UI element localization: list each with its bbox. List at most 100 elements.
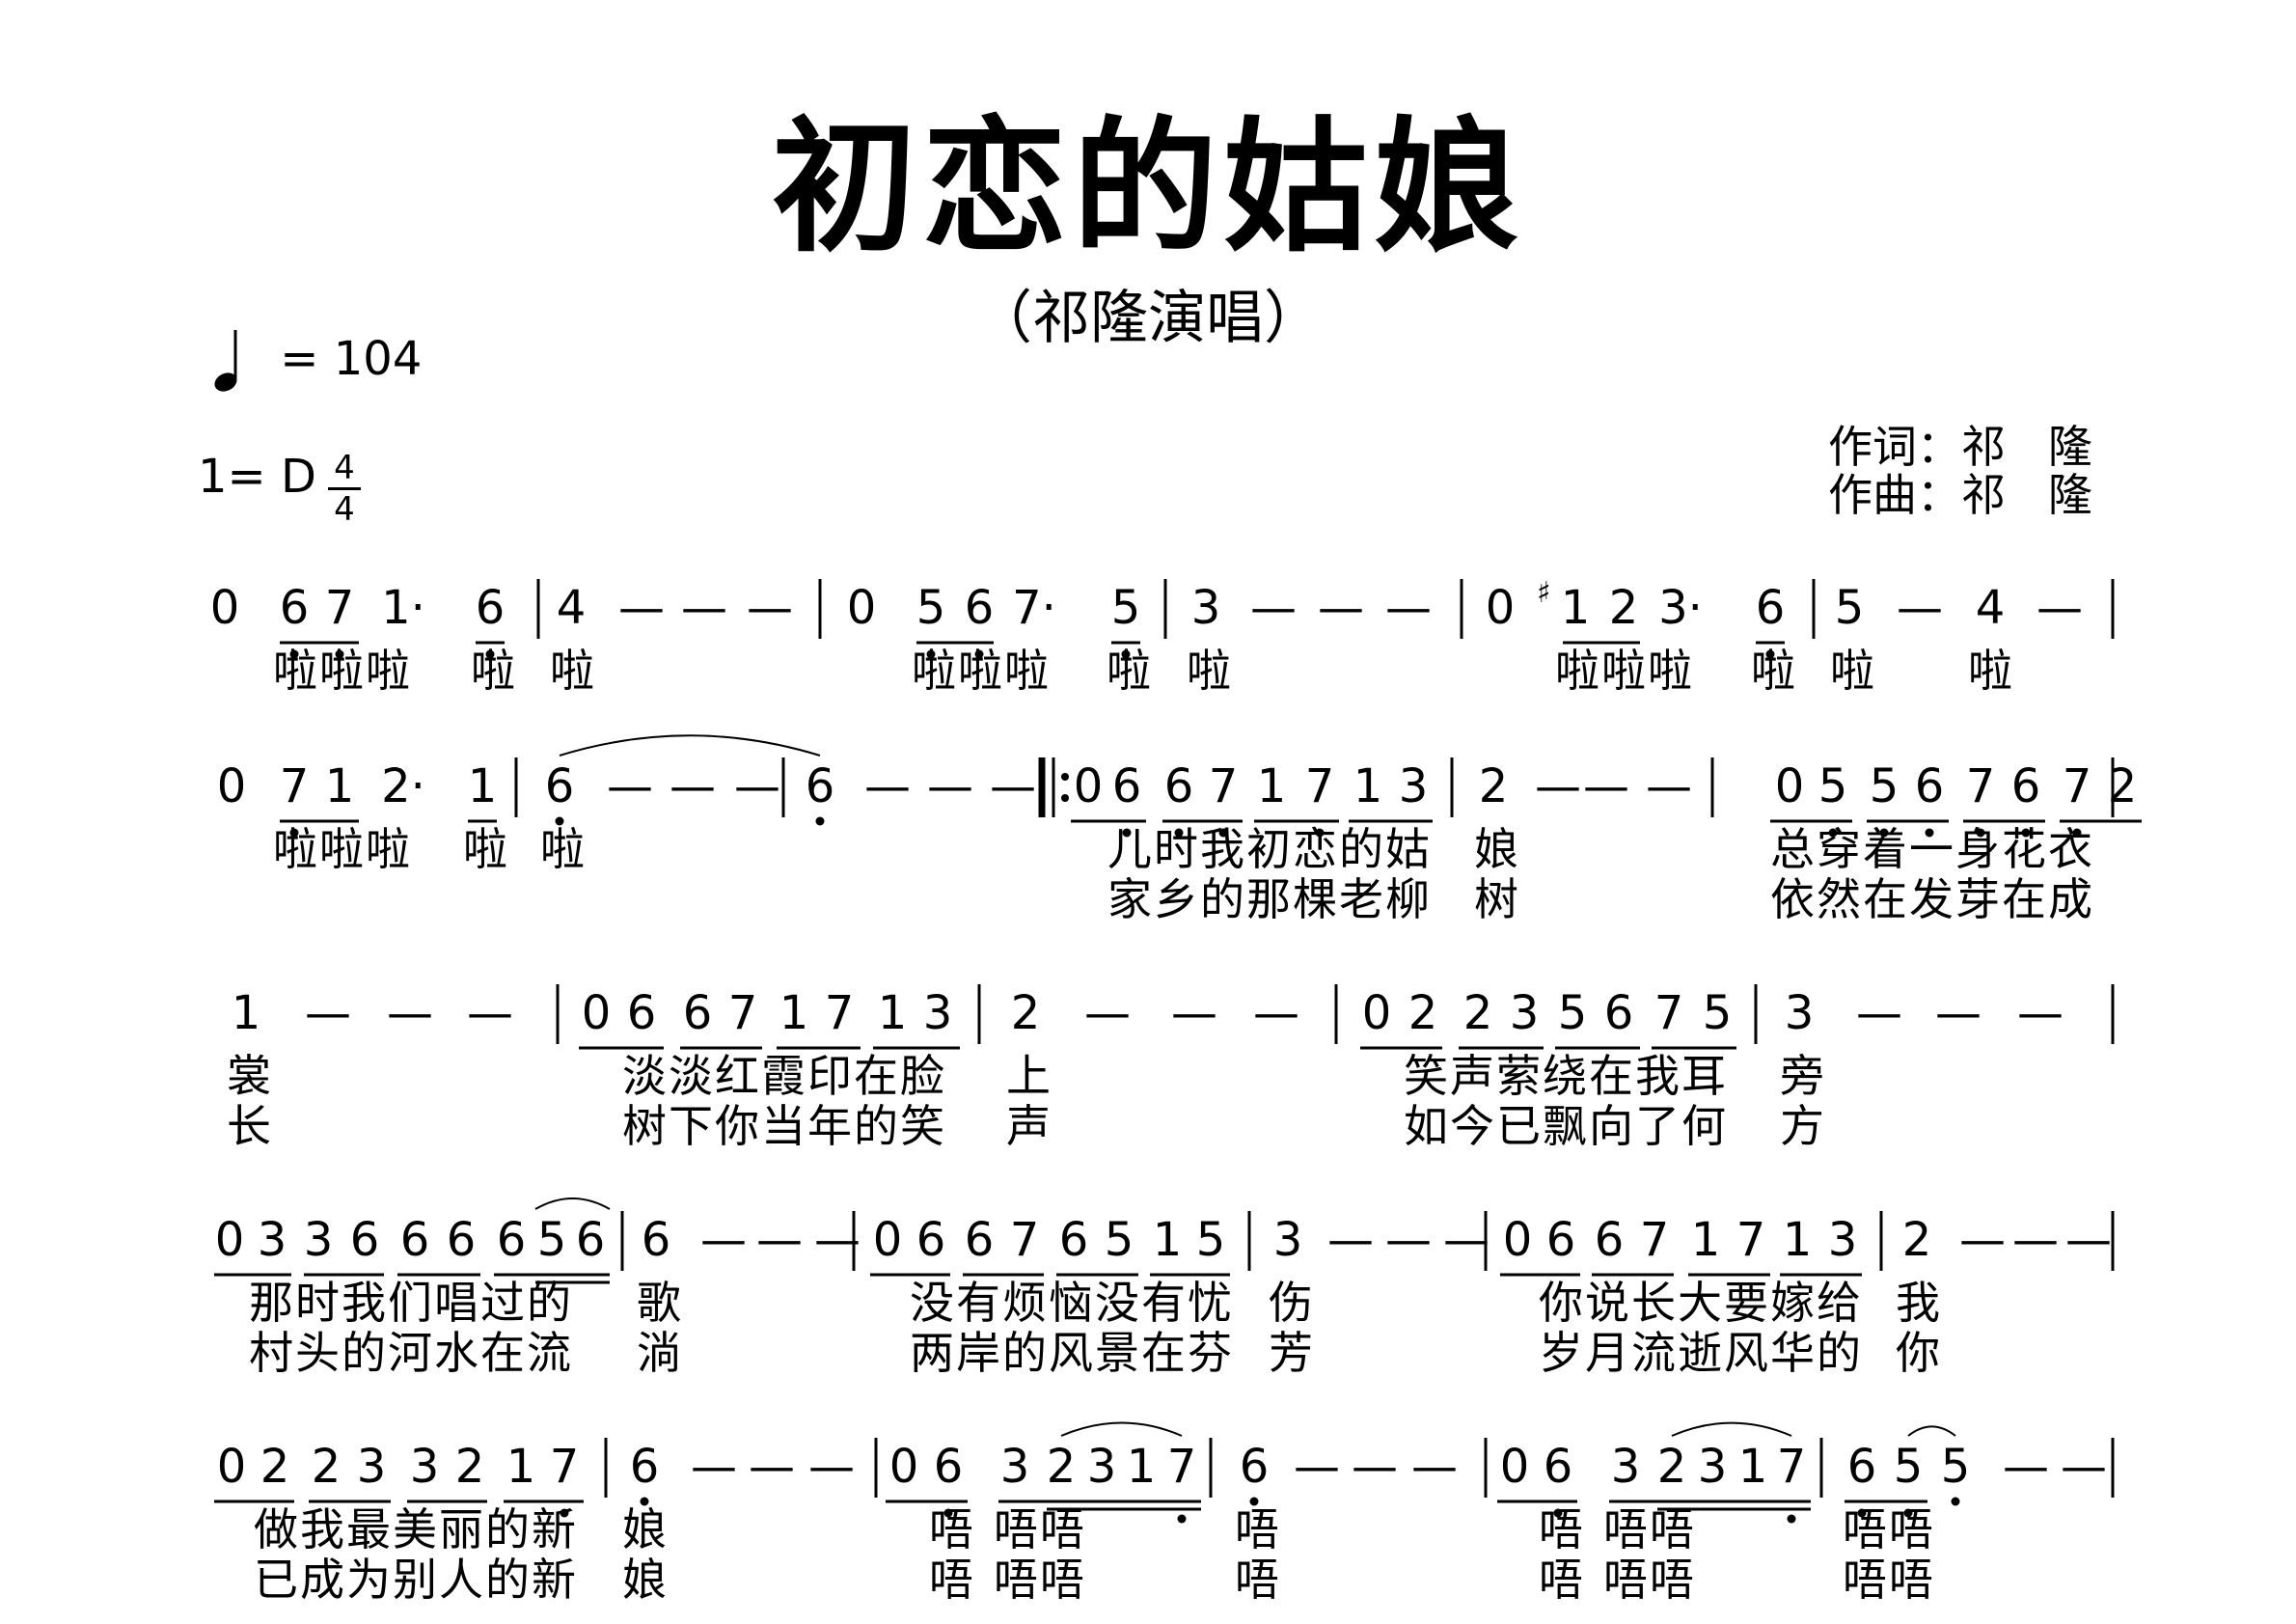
dash-extension: —	[1959, 1213, 2006, 1267]
note: 7	[1736, 1213, 1766, 1267]
dash-extension: —	[1443, 1213, 1490, 1267]
dash-extension: —	[1327, 1213, 1374, 1267]
note: 2	[1656, 1440, 1687, 1494]
lyric-text: 声	[1006, 1100, 1052, 1152]
lyric-text: 上	[1006, 1050, 1052, 1102]
note: 2	[1478, 759, 1509, 813]
note: 5	[1195, 1213, 1226, 1267]
lyric-text: 唔	[1539, 1554, 1585, 1606]
note: 3	[1697, 1440, 1728, 1494]
quarter-note-icon	[214, 330, 237, 392]
dash-extension: —	[808, 1440, 855, 1494]
octave-dot-below	[1174, 828, 1184, 838]
note: 7	[1654, 986, 1684, 1040]
note: 6	[1594, 1213, 1625, 1267]
note: 7	[1166, 1440, 1197, 1494]
octave-dot-below	[2072, 828, 2082, 838]
note: 6	[496, 1213, 527, 1267]
note: 2	[1010, 986, 1041, 1040]
octave-dot-below	[289, 649, 299, 659]
dash-extension: —	[814, 1213, 861, 1267]
dash-extension: —	[1294, 1440, 1340, 1494]
note: 1	[1782, 1213, 1813, 1267]
note: 6	[279, 581, 310, 635]
dash-extension: —	[1897, 581, 1943, 635]
lyric-text: 家乡的那棵老柳	[1107, 873, 1432, 925]
lyric-text: 那时我们唱过的	[249, 1277, 573, 1329]
octave-dot-below	[1218, 828, 1228, 838]
note: 7	[549, 1440, 580, 1494]
note: 6	[1111, 759, 1142, 813]
note: 2	[1046, 1440, 1077, 1494]
note: 7	[1776, 1440, 1807, 1494]
lyric-text: 芳	[1269, 1327, 1315, 1379]
note: 1	[1353, 759, 1383, 813]
dash-extension: —	[734, 759, 780, 813]
lyric-text: 唔唔	[1603, 1503, 1696, 1555]
dash-extension: —	[691, 1440, 737, 1494]
note: 6	[575, 1213, 606, 1267]
lyric-text: 唔唔	[994, 1503, 1086, 1555]
octave-dot-below	[555, 816, 564, 826]
note: 1	[1256, 759, 1287, 813]
note: 7·	[1012, 581, 1056, 635]
lyric-text: 儿时我初恋的姑	[1107, 823, 1432, 875]
lyric-text: 两岸的风景在芬	[910, 1327, 1234, 1379]
lyric-text: 啦啦啦	[273, 645, 412, 697]
octave-dot-below	[1976, 828, 1985, 838]
lyric-text: 唔	[1235, 1503, 1281, 1555]
note: 7	[727, 986, 758, 1040]
score-lines	[214, 1421, 2115, 1524]
note: 3	[1086, 1440, 1117, 1494]
note: 7	[1965, 759, 1996, 813]
octave-dot-below	[1787, 1514, 1796, 1524]
octave-dot-below	[1177, 1514, 1187, 1524]
note: 3	[1784, 986, 1815, 1040]
note: 6	[641, 1213, 671, 1267]
octave-dot-below	[2021, 828, 2031, 838]
note: 6	[964, 581, 995, 635]
note: 2	[311, 1440, 342, 1494]
note: 3	[1610, 1440, 1641, 1494]
lyric-text: 树下你当年的笑	[622, 1100, 946, 1152]
dash-extension: —	[2065, 1213, 2112, 1267]
octave-dot-below	[1122, 828, 1132, 838]
score-lines	[556, 984, 2115, 1050]
note: 6	[1603, 986, 1634, 1040]
note: 7	[324, 581, 355, 635]
note: 3·	[1658, 581, 1703, 635]
lyric-text: 如今已飘向了何	[1404, 1100, 1728, 1152]
note: 6	[475, 581, 506, 635]
dash-extension: —	[749, 1440, 795, 1494]
octave-dot-below	[1121, 649, 1131, 659]
note: 6	[1058, 1213, 1089, 1267]
note: 2	[1408, 986, 1438, 1040]
lyric-text: 淡淡红霞印在脸	[622, 1050, 946, 1102]
note: 3	[257, 1213, 287, 1267]
note: 6	[1163, 759, 1194, 813]
dash-extension: —	[700, 1213, 747, 1267]
dash-extension: —	[1411, 1440, 1458, 1494]
note: 6	[1543, 1440, 1573, 1494]
dash-extension: —	[1385, 581, 1432, 635]
lyric-text: 我	[1896, 1277, 1942, 1329]
lyric-text: 唔唔	[1843, 1503, 1935, 1555]
note: 7	[1639, 1213, 1670, 1267]
note: 2	[454, 1440, 485, 1494]
lyric-text: 做我最美丽的新	[254, 1503, 578, 1555]
octave-dot-below	[815, 816, 825, 826]
lyricist-credit: 作词：祁 隆	[1828, 421, 2092, 473]
lyric-text: 总穿着一身花衣	[1770, 823, 2094, 875]
note: 3	[1190, 581, 1221, 635]
note: 0	[888, 1440, 919, 1494]
page-subtitle: （祁隆演唱）	[974, 285, 1322, 352]
octave-dot-below	[1249, 1497, 1259, 1506]
note: 5	[1940, 1440, 1971, 1494]
lyric-text: 啦	[540, 823, 587, 875]
repeat-dot	[1061, 794, 1069, 802]
note: 6	[933, 1440, 964, 1494]
note: 1	[467, 759, 498, 813]
